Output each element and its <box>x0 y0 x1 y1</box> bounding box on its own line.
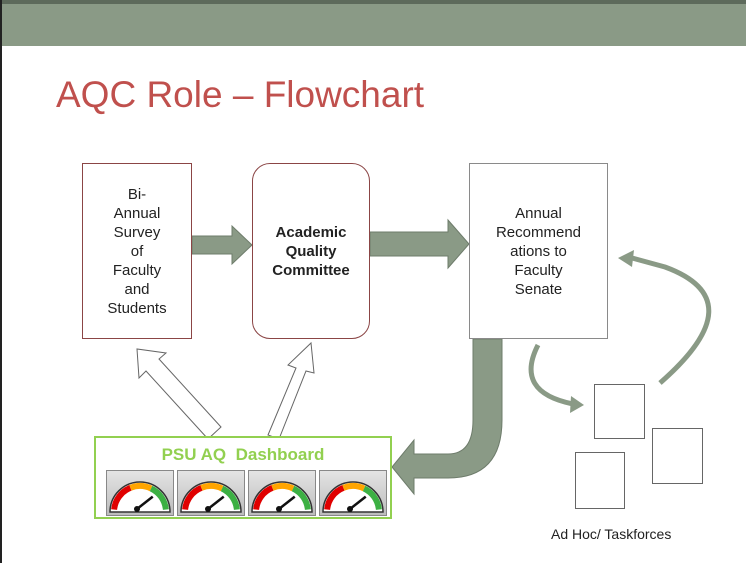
arrow-senate-to-taskforces-head <box>570 396 584 413</box>
arrow-taskforces-to-senate-head <box>618 250 634 267</box>
arrow-taskforces-to-senate <box>631 255 712 385</box>
slide-title: AQC Role – Flowchart <box>56 74 425 115</box>
arrow-dashboard-to-aqc <box>267 341 315 440</box>
senate-node: Annual Recommend ations to Faculty Senat… <box>469 163 608 339</box>
survey-label: Bi- Annual Survey of Faculty and Student… <box>107 185 167 317</box>
taskforce-box-3 <box>575 452 625 509</box>
gauge-1-icon <box>106 470 174 516</box>
arrow-survey-to-aqc <box>191 224 253 266</box>
top-banner <box>0 0 746 46</box>
slide-left-edge <box>0 0 2 563</box>
taskforce-label: Ad Hoc/ Taskforces <box>551 526 672 542</box>
arrow-aqc-to-senate <box>369 218 470 270</box>
arrow-dashboard-to-survey <box>136 348 222 440</box>
arrow-senate-to-dashboard <box>391 338 503 496</box>
senate-label: Annual Recommend ations to Faculty Senat… <box>495 204 582 298</box>
gauge-2-icon <box>177 470 245 516</box>
taskforce-box-1 <box>594 384 645 439</box>
taskforce-box-2 <box>652 428 703 484</box>
dashboard-title: PSU AQ Dashboard <box>161 445 325 464</box>
aqc-label: Academic Quality Committee <box>272 223 350 279</box>
gauge-4-icon <box>319 470 387 516</box>
dashboard-panel: PSU AQ Dashboard <box>94 436 392 519</box>
gauge-3-icon <box>248 470 316 516</box>
aqc-node: Academic Quality Committee <box>252 163 370 339</box>
arrow-senate-to-taskforces <box>528 343 574 407</box>
survey-node: Bi- Annual Survey of Faculty and Student… <box>82 163 192 339</box>
